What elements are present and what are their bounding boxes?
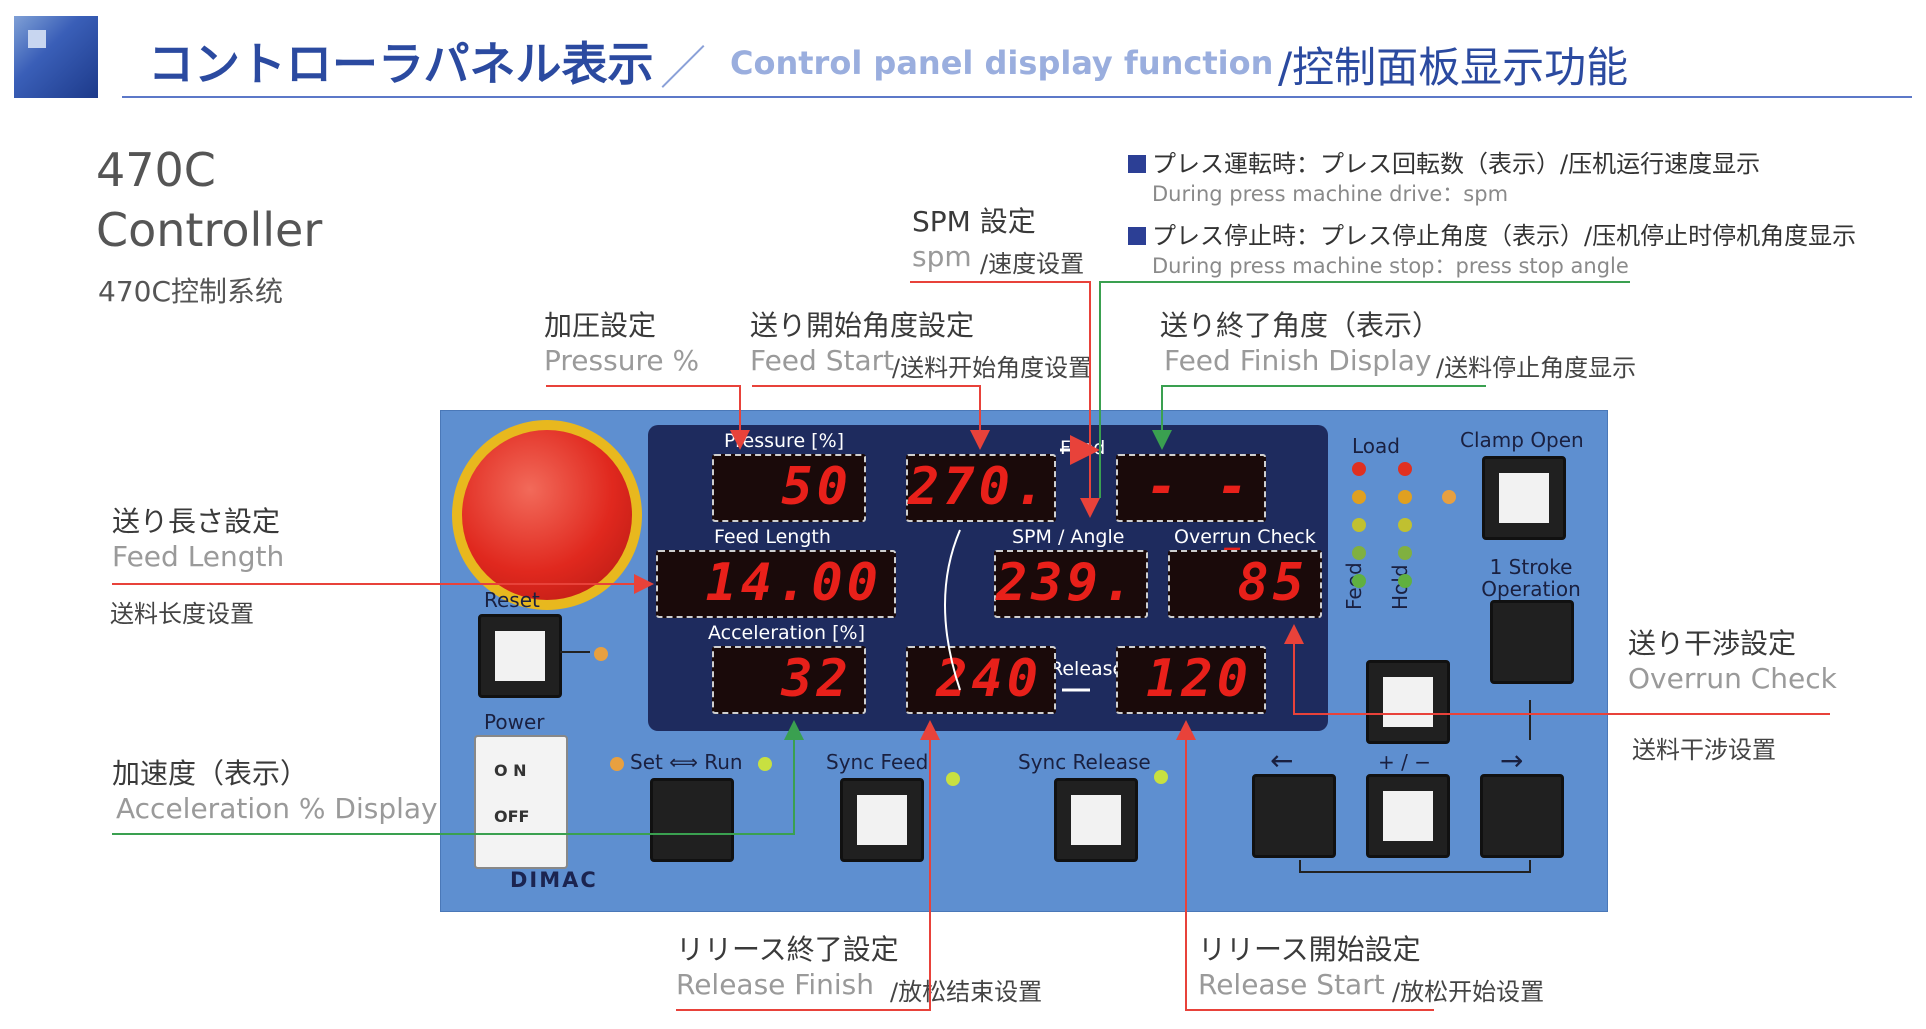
sync-release-led bbox=[1154, 770, 1168, 784]
label-power: Power bbox=[484, 710, 545, 734]
display-acceleration: 32 bbox=[712, 646, 866, 714]
header-logo-square bbox=[14, 16, 98, 98]
sync-feed-button[interactable] bbox=[840, 778, 924, 862]
brand-logo: DIMAC bbox=[510, 868, 598, 892]
controller-name: Controller bbox=[96, 203, 323, 257]
callout-spm-en: spm bbox=[912, 240, 972, 273]
label-clamp-open: Clamp Open bbox=[1460, 428, 1584, 452]
label-spm-angle: SPM / Angle bbox=[1012, 526, 1125, 548]
callout-pressure-jp: 加圧設定 bbox=[544, 309, 657, 342]
label-overrun-check: Overrun Check bbox=[1174, 526, 1316, 548]
clamp-led bbox=[1442, 490, 1456, 504]
power-off-label: OFF bbox=[494, 807, 530, 826]
left-button[interactable] bbox=[1252, 774, 1336, 858]
callout-acceleration-jp: 加速度（表示） bbox=[112, 757, 309, 790]
note-drive: プレス運転時：プレス回転数（表示）/压机运行速度显示 bbox=[1128, 144, 1760, 179]
sync-feed-led bbox=[946, 772, 960, 786]
label-set-run: Set ⟺ Run bbox=[630, 750, 743, 774]
reset-led bbox=[594, 647, 608, 661]
title-separator: ／ bbox=[660, 41, 706, 95]
callout-spm-cn: /速度设置 bbox=[980, 250, 1085, 278]
note-stop-en: During press machine stop：press stop ang… bbox=[1152, 254, 1629, 278]
callout-feed-start-jp: 送り開始角度設定 bbox=[750, 309, 975, 342]
emergency-stop-button[interactable] bbox=[462, 430, 632, 600]
label-feed-length: Feed Length bbox=[714, 526, 831, 548]
load-led-hold-1 bbox=[1398, 462, 1412, 476]
display-feed-start: 270. bbox=[906, 454, 1056, 522]
label-load: Load bbox=[1352, 434, 1400, 458]
callout-feed-finish-en: Feed Finish Display bbox=[1164, 344, 1432, 377]
label-acceleration: Acceleration [%] bbox=[708, 622, 865, 644]
square-bullet-icon bbox=[1128, 155, 1146, 173]
label-sync-release: Sync Release bbox=[1018, 750, 1151, 774]
load-led-feed-3 bbox=[1352, 518, 1366, 532]
callout-release-start-cn: /放松开始设置 bbox=[1392, 978, 1545, 1006]
display-feed-length: 14.00 bbox=[656, 550, 896, 618]
callout-feed-finish-cn: /送料停止角度显示 bbox=[1436, 354, 1637, 382]
square-bullet-icon bbox=[1128, 227, 1146, 245]
label-sync-feed: Sync Feed bbox=[826, 750, 929, 774]
arrow-left-icon: ← bbox=[1270, 744, 1294, 777]
page-title-jp: コントローラパネル表示 bbox=[148, 37, 654, 91]
page-title-en: Control panel display function bbox=[730, 44, 1274, 82]
callout-release-start-jp: リリース開始設定 bbox=[1198, 933, 1421, 966]
load-led-feed-4 bbox=[1352, 546, 1366, 560]
page-title-cn: /控制面板显示功能 bbox=[1278, 43, 1629, 92]
display-release-start: 120 bbox=[1116, 646, 1266, 714]
clamp-open-button[interactable] bbox=[1482, 456, 1566, 540]
note-stop: プレス停止時：プレス停止角度（表示）/压机停止时停机角度显示 bbox=[1128, 216, 1856, 251]
load-led-hold-5 bbox=[1398, 574, 1412, 588]
callout-release-start-en: Release Start bbox=[1198, 968, 1385, 1001]
set-led bbox=[610, 757, 624, 771]
power-switch[interactable]: O N OFF bbox=[474, 735, 568, 869]
label-stroke-operation: 1 Stroke Operation bbox=[1481, 555, 1581, 601]
arrow-right-icon: → bbox=[1500, 744, 1524, 777]
callout-feed-finish-jp: 送り終了角度（表示） bbox=[1160, 309, 1441, 342]
plus-minus-button[interactable] bbox=[1366, 774, 1450, 858]
set-run-button[interactable] bbox=[650, 778, 734, 862]
callout-feed-length-en: Feed Length bbox=[112, 540, 285, 573]
callout-overrun-cn: 送料干涉设置 bbox=[1632, 736, 1776, 764]
callout-spm-jp: SPM 設定 bbox=[912, 205, 1036, 238]
feed-hold-button[interactable] bbox=[1366, 660, 1450, 744]
callout-release-finish-en: Release Finish bbox=[676, 968, 875, 1001]
load-led-feed-1 bbox=[1352, 462, 1366, 476]
callout-pressure-en: Pressure % bbox=[544, 344, 700, 377]
load-led-feed-5 bbox=[1352, 574, 1366, 588]
label-plus-minus: + / − bbox=[1378, 750, 1431, 774]
callout-release-finish-cn: /放松结束设置 bbox=[890, 978, 1043, 1006]
callout-feed-start-cn: /送料开始角度设置 bbox=[892, 354, 1093, 382]
stroke-operation-button[interactable] bbox=[1490, 600, 1574, 684]
right-button[interactable] bbox=[1480, 774, 1564, 858]
callout-overrun-jp: 送り干渉設定 bbox=[1628, 627, 1797, 660]
load-led-hold-2 bbox=[1398, 490, 1412, 504]
run-led bbox=[758, 757, 772, 771]
display-feed-finish: - - - bbox=[1116, 454, 1266, 579]
label-pressure: Pressure [%] bbox=[724, 430, 845, 452]
callout-overrun-en: Overrun Check bbox=[1628, 662, 1837, 695]
load-led-hold-4 bbox=[1398, 546, 1412, 560]
sync-release-button[interactable] bbox=[1054, 778, 1138, 862]
callout-feed-start-en: Feed Start bbox=[750, 344, 895, 377]
controller-model: 470C bbox=[96, 143, 216, 197]
load-led-hold-3 bbox=[1398, 518, 1412, 532]
display-spm-angle: 239. bbox=[994, 550, 1148, 618]
label-release: Release bbox=[1050, 658, 1125, 680]
display-overrun: 85 bbox=[1168, 550, 1322, 618]
display-pressure: 50 bbox=[712, 454, 866, 522]
callout-acceleration-en: Acceleration % Display bbox=[116, 792, 438, 825]
power-on-label: O N bbox=[494, 761, 527, 780]
display-release-finish: 240 bbox=[906, 646, 1056, 714]
callout-feed-length-cn: 送料长度设置 bbox=[110, 600, 254, 628]
label-reset: Reset bbox=[484, 588, 540, 612]
controller-name-cn: 470C控制系统 bbox=[98, 275, 283, 308]
load-led-feed-2 bbox=[1352, 490, 1366, 504]
callout-release-finish-jp: リリース終了設定 bbox=[676, 933, 899, 966]
note-drive-en: During press machine drive：spm bbox=[1152, 182, 1509, 206]
header-divider bbox=[122, 96, 1912, 98]
reset-button[interactable] bbox=[478, 614, 562, 698]
callout-feed-length-jp: 送り長さ設定 bbox=[112, 505, 281, 538]
